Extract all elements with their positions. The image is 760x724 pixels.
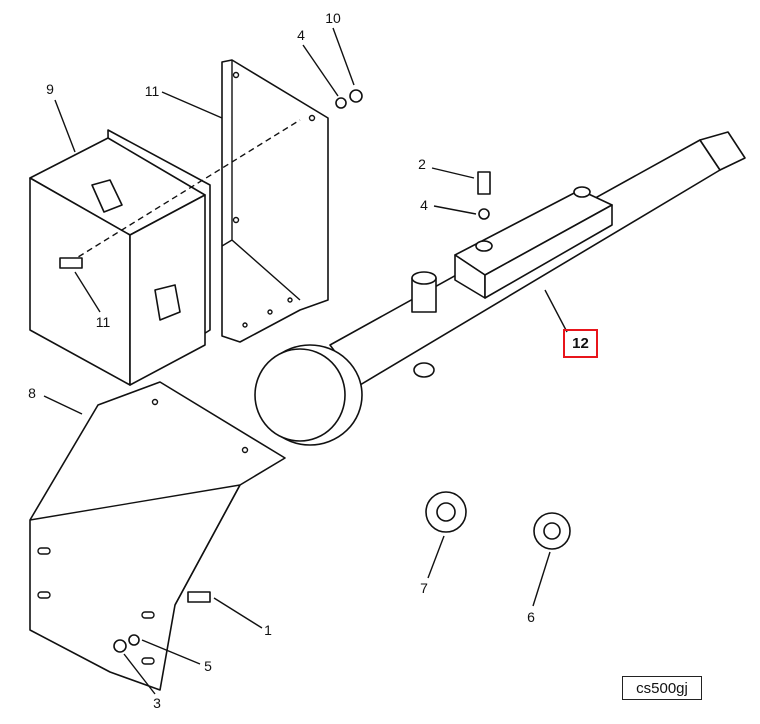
callout-8: 8 <box>28 385 36 401</box>
callout-4: 4 <box>297 27 305 43</box>
callout-3: 3 <box>153 695 161 711</box>
callout-12-highlighted: 12 <box>563 329 598 358</box>
callout-5: 5 <box>204 658 212 674</box>
figure-code: cs500gj <box>622 676 702 700</box>
heater-tube-12 <box>254 131 746 446</box>
callout-4: 4 <box>420 197 428 213</box>
callout-2: 2 <box>418 156 426 172</box>
control-box-9 <box>29 119 301 386</box>
callout-11: 11 <box>144 83 160 99</box>
callout-1: 1 <box>264 622 272 638</box>
callout-11: 11 <box>95 314 111 330</box>
callout-7: 7 <box>420 580 428 596</box>
callout-6: 6 <box>527 609 535 625</box>
callout-10: 10 <box>325 10 341 26</box>
mounting-bracket-11 <box>221 59 329 343</box>
base-bracket-8 <box>29 381 286 691</box>
hardware <box>59 89 571 653</box>
leader-lines <box>43 27 568 695</box>
callout-9: 9 <box>46 81 54 97</box>
